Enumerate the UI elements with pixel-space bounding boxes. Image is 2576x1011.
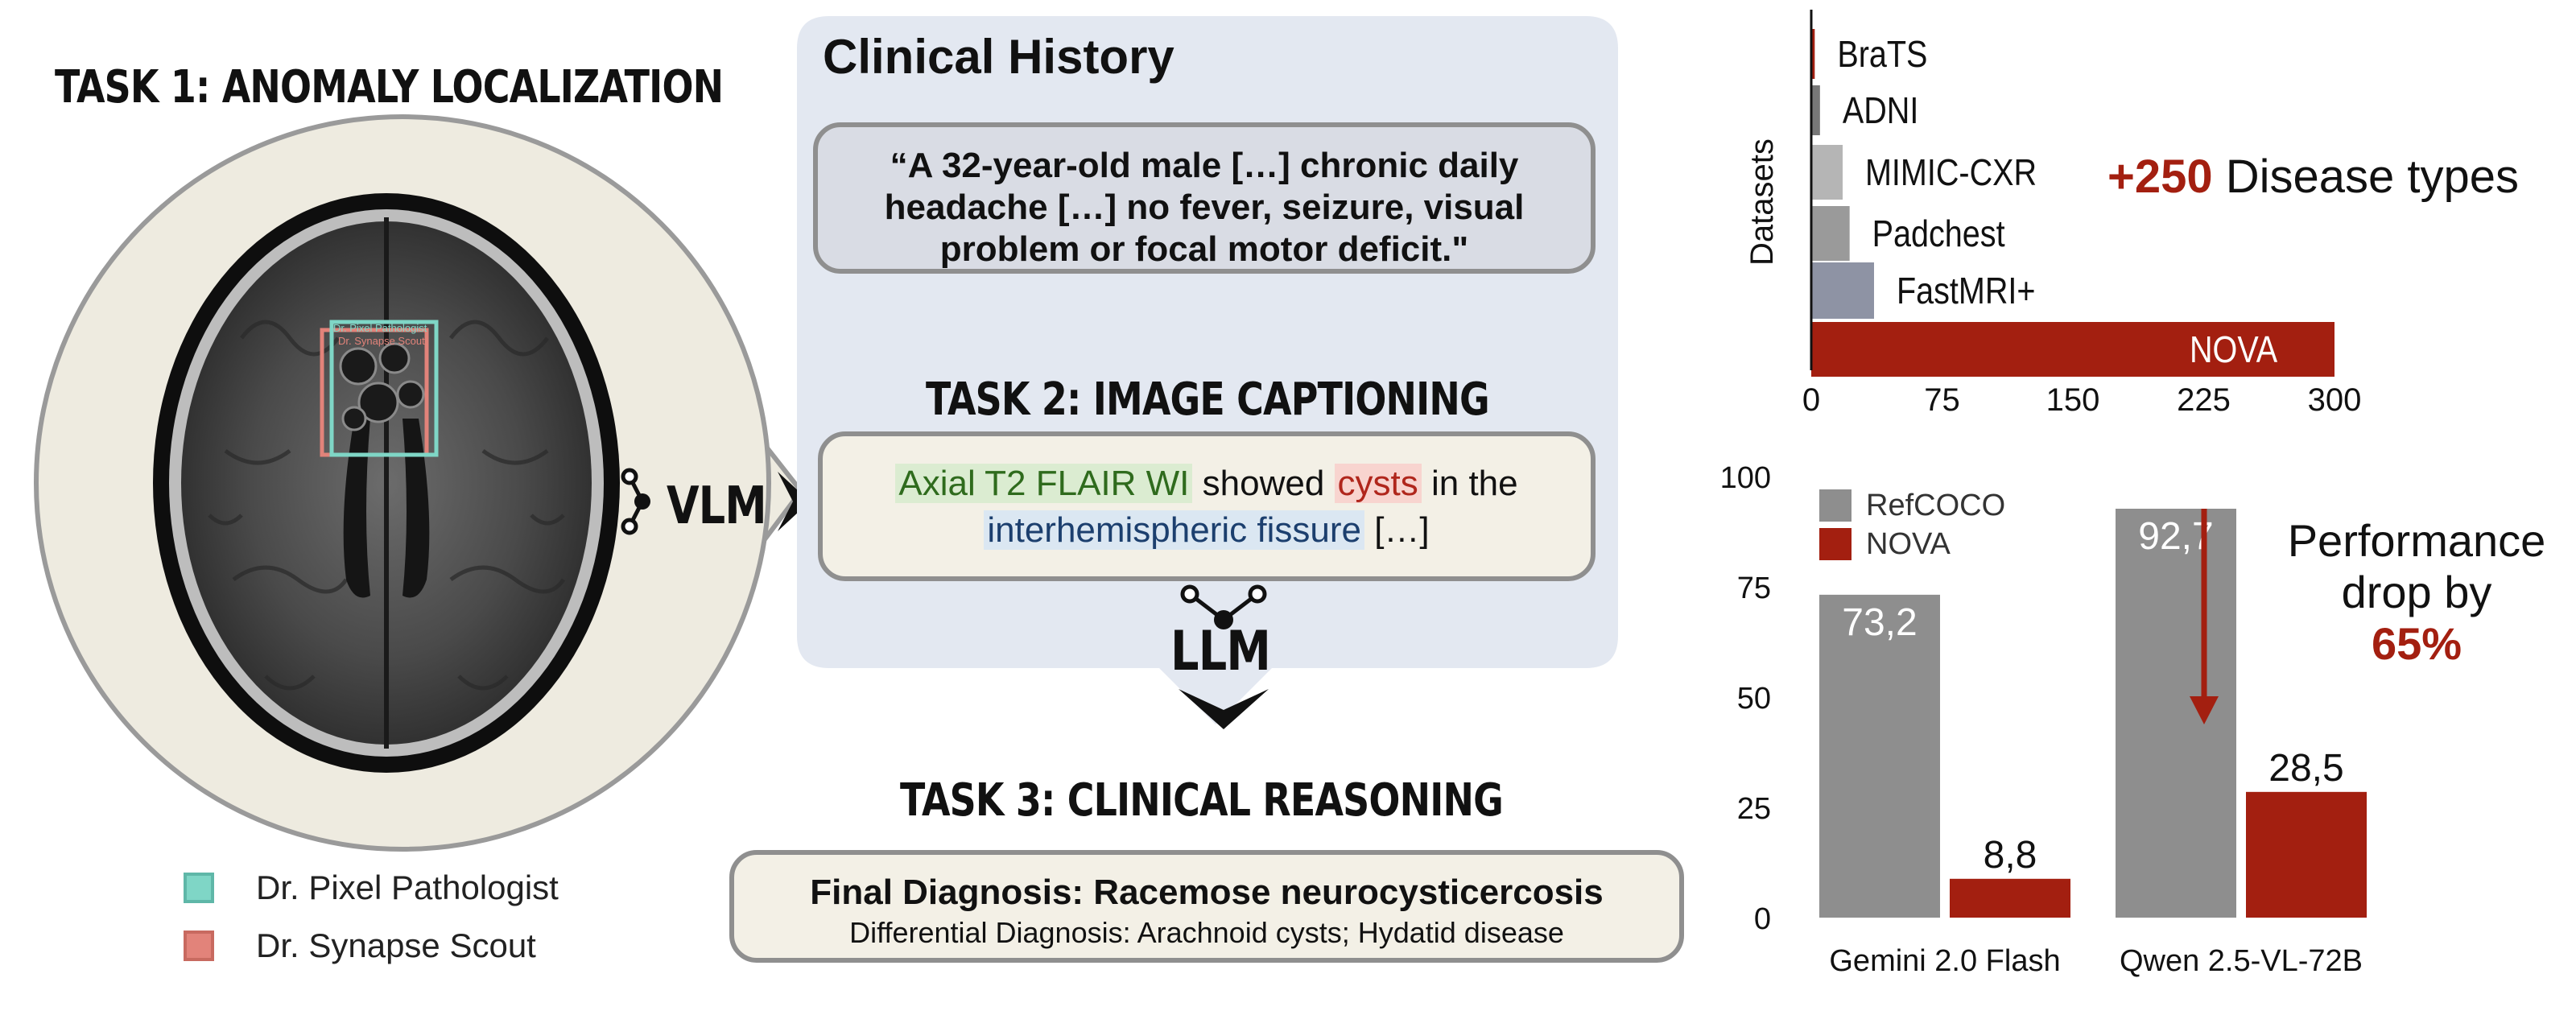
bar-mimic-cxr [1811, 145, 1843, 200]
bar-label: BraTS [1837, 34, 1927, 75]
x-tick-label: 150 [2046, 382, 2100, 418]
quote-line: problem or focal motor deficit." [939, 229, 1469, 269]
category-label: Gemini 2.0 Flash [1829, 944, 2060, 978]
bar-nova-1 [2246, 791, 2367, 918]
brain-callout-graphic: Dr. Pixel Pathologist Dr. Synapse Scout [34, 114, 804, 852]
node-icon [621, 518, 638, 535]
legend-swatch-teal [184, 873, 214, 903]
pixel-pathologist-bbox [329, 320, 439, 457]
bar-adni [1811, 85, 1820, 135]
bar-nova-0 [1950, 878, 2070, 918]
legend-label: Dr. Pixel Pathologist [256, 869, 559, 906]
llm-label: LLM [1170, 620, 1271, 683]
chevron-down-icon [1179, 689, 1269, 729]
bar-value-label: 92,7 [2138, 515, 2213, 558]
bar-label: Padchest [1872, 213, 2005, 254]
bar-label: MIMIC-CXR [1865, 152, 2037, 193]
task2-number: TASK 2: [926, 373, 1081, 426]
clinical-history-title: Clinical History [823, 30, 1174, 84]
caption-text: showed [1192, 464, 1335, 503]
pixel-pathologist-tag: Dr. Pixel Pathologist [333, 322, 427, 334]
task1-title: TASK 1: ANOMALY LOCALIZATION [55, 61, 724, 113]
node-icon [634, 493, 650, 510]
caption-finding: cysts [1334, 464, 1422, 503]
legend-swatch-red [184, 931, 214, 961]
disease-types-annotation: +250 Disease types [2107, 150, 2519, 204]
legend-swatch [1819, 528, 1852, 560]
llm-node-icon [1180, 584, 1267, 629]
task2-name: IMAGE CAPTIONING [1092, 373, 1490, 426]
performance-chart: 0 25 50 75 100 73,2 8,8 92,7 28,5 RefCOCO NOVA G… [1720, 461, 2367, 978]
caption-modality: Axial T2 FLAIR WI [895, 464, 1193, 503]
task3-title: TASK 3: CLINICAL REASONING [900, 774, 1504, 827]
bar-padchest [1811, 206, 1850, 261]
x-tick-label: 225 [2177, 382, 2231, 418]
diagnosis-box: Final Diagnosis: Racemose neurocysticerc… [729, 850, 1684, 963]
perf-drop-line2: drop by [2341, 567, 2492, 617]
caption-box: Axial T2 FLAIR WI showed cysts in the in… [818, 431, 1596, 581]
caption-text: in the [1421, 464, 1518, 503]
caption-line-2: interhemispheric fissure […] [823, 507, 1591, 554]
category-label: Qwen 2.5-VL-72B [2120, 944, 2363, 978]
legend-item-pixel-pathologist: Dr. Pixel Pathologist [184, 866, 559, 910]
datasets-chart: Datasets BraTS ADNI MIMIC-CXR PadchestFastM… [1744, 10, 2362, 418]
bar-refcoco-0 [1819, 594, 1940, 918]
legend-label: Dr. Synapse Scout [256, 926, 536, 964]
caption-line-1: Axial T2 FLAIR WI showed cysts in the [823, 460, 1591, 507]
quote-line: headache […] no fever, seizure, visual [884, 188, 1525, 227]
performance-drop-annotation: Performance drop by 65% [2264, 515, 2570, 670]
vlm-connector: VLM [620, 465, 813, 538]
task3-name: CLINICAL REASONING [1067, 774, 1504, 827]
arrow-down-icon [2190, 696, 2219, 724]
legend-item-synapse-scout: Dr. Synapse Scout [184, 924, 559, 968]
task1-number: TASK 1: [55, 61, 210, 113]
bar-label: ADNI [1843, 90, 1919, 131]
x-tick-label: 75 [1924, 382, 1960, 418]
bar-value-label: 8,8 [1984, 834, 2037, 877]
node-icon [621, 468, 638, 485]
task1-name: ANOMALY LOCALIZATION [221, 61, 724, 113]
synapse-scout-tag: Dr. Synapse Scout [338, 335, 425, 347]
perf-drop-line1: Performance [2287, 515, 2546, 566]
chart1-ylabel: Datasets [1744, 138, 1780, 266]
y-tick-label: 50 [1737, 682, 1771, 716]
caption-location: interhemispheric fissure [984, 510, 1364, 550]
bbox-legend: Dr. Pixel Pathologist Dr. Synapse Scout [184, 866, 559, 968]
disease-types-label: Disease types [2212, 151, 2520, 203]
caption-text: […] [1364, 510, 1430, 550]
bar-brats [1811, 29, 1815, 79]
y-tick-label: 100 [1720, 461, 1771, 495]
bar-nova [1811, 322, 2334, 377]
mri-image: Dr. Pixel Pathologist Dr. Synapse Scout [153, 193, 620, 773]
y-tick-label: 75 [1737, 572, 1771, 605]
bar-label: NOVA [2190, 329, 2278, 370]
bar-refcoco-1 [2116, 509, 2236, 918]
task3-number: TASK 3: [900, 774, 1055, 827]
bar-value-label: 73,2 [1842, 601, 1917, 644]
legend-swatch [1819, 489, 1852, 522]
quote-line: “A 32-year-old male […] chronic daily [890, 146, 1519, 185]
differential-diagnosis: Differential Diagnosis: Arachnoid cysts;… [849, 916, 1564, 949]
y-tick-label: 25 [1737, 792, 1771, 826]
clinical-history-quote: “A 32-year-old male […] chronic daily he… [813, 122, 1596, 274]
chevron-right-icon [778, 472, 810, 531]
bar-fastmri- [1811, 262, 1874, 319]
x-tick-label: 0 [1802, 382, 1820, 418]
legend-label: RefCOCO [1866, 489, 2005, 522]
disease-types-count: +250 [2107, 151, 2213, 203]
x-tick-label: 300 [2308, 382, 2362, 418]
bar-value-label: 28,5 [2268, 747, 2343, 790]
vlm-label: VLM [667, 477, 767, 536]
final-diagnosis: Final Diagnosis: Racemose neurocysticerc… [810, 873, 1604, 912]
bar-label: FastMRI+ [1897, 270, 2036, 312]
legend-label: NOVA [1866, 527, 1951, 561]
y-tick-label: 0 [1754, 902, 1771, 936]
task2-title: TASK 2: IMAGE CAPTIONING [926, 373, 1490, 426]
perf-drop-value: 65% [2371, 618, 2462, 669]
